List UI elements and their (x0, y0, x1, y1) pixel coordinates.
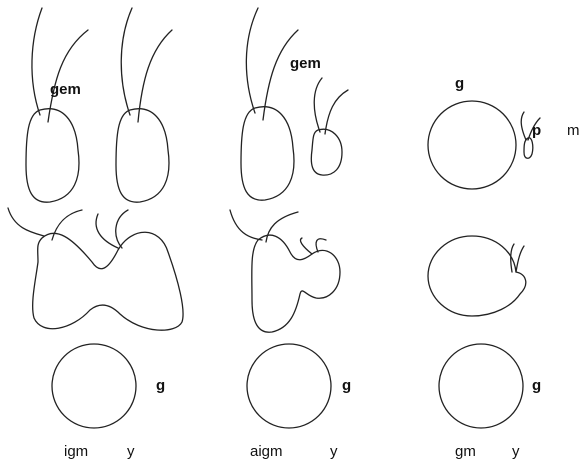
fusing-unequal-flagellum-2 (266, 212, 298, 242)
label-bottom-right-a: gm (455, 444, 476, 459)
label-g-top-right: g (455, 76, 464, 91)
circle-bottom-mid (247, 344, 331, 428)
fusing-flagellum-4 (116, 210, 128, 248)
fusing-flagellum-3 (96, 214, 118, 248)
flagellum-2b-2 (325, 90, 348, 134)
label-m-right: m (567, 123, 580, 138)
fusing-unequal-flagellum-3 (300, 238, 312, 254)
label-bottom-left-a: igm (64, 444, 88, 459)
flagellum-2b-1 (314, 78, 322, 132)
cell-1a (26, 109, 79, 202)
circle-bottom-right (439, 344, 523, 428)
label-bottom-mid-a: aigm (250, 444, 283, 459)
label-bottom-right-b: y (512, 444, 520, 459)
flagellum-1a-1 (32, 8, 42, 115)
flagellum-1b-2 (138, 30, 172, 122)
label-bottom-mid-b: y (330, 444, 338, 459)
fusing-flagellum-1 (8, 208, 44, 236)
label-g-circle-right: g (532, 378, 541, 393)
label-p-right: p (532, 123, 541, 138)
flagellum-1b-1 (121, 8, 132, 115)
small-cell-right-flagellum-1 (521, 112, 526, 140)
label-gem-top-mid: gem (290, 56, 321, 71)
circle-bottom-left (52, 344, 136, 428)
circle-right-mid-flagellum-2 (516, 246, 524, 272)
small-cell-right (524, 138, 533, 159)
label-gem-top-left: gem (50, 82, 81, 97)
fusing-pair-cell (33, 232, 183, 330)
label-g-circle-mid: g (342, 378, 351, 393)
fusing-unequal-cell (252, 235, 340, 332)
label-bottom-left-b: y (127, 444, 135, 459)
flagellum-1a-2 (48, 30, 88, 122)
fusing-unequal-flagellum-1 (230, 210, 262, 240)
cell-2a (241, 107, 294, 200)
cell-2b-small (311, 129, 342, 175)
flagellum-2a-1 (246, 8, 258, 113)
cell-1b (116, 109, 169, 202)
circle-right-mid (428, 236, 526, 316)
circle-right-top (428, 101, 516, 189)
fusing-flagellum-2 (52, 210, 82, 240)
label-g-circle-left: g (156, 378, 165, 393)
